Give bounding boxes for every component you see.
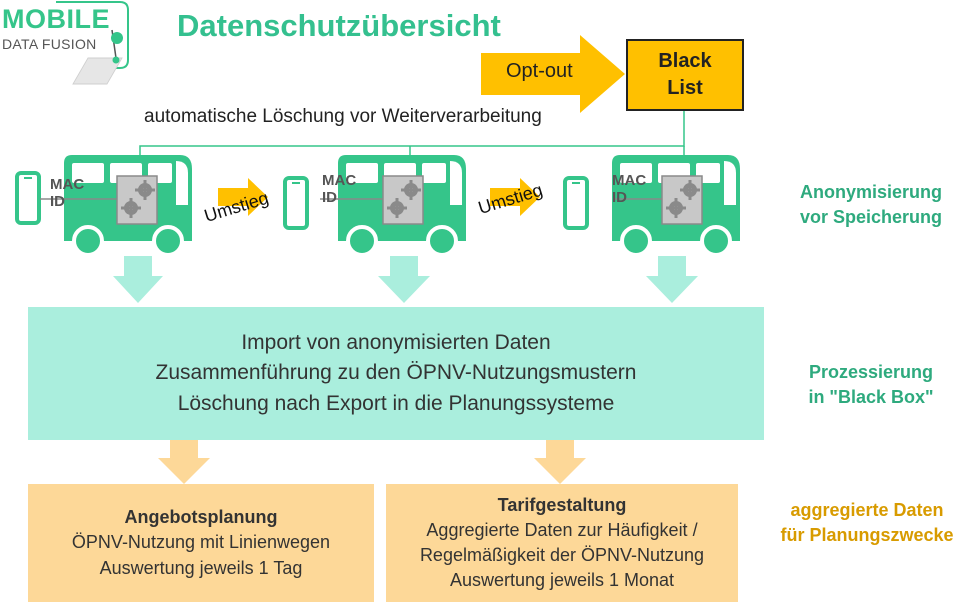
mac-id-label-1: MAC ID xyxy=(50,176,84,211)
output-box-angebotsplanung: Angebotsplanung ÖPNV-Nutzung mit Linienw… xyxy=(28,484,374,602)
output-line: Regelmäßigkeit der ÖPNV-Nutzung xyxy=(419,545,705,565)
transfer-arrow-2 xyxy=(490,178,540,216)
gearbox-3 xyxy=(660,174,704,226)
auto-delete-label: automatische Löschung vor Weiterverarbei… xyxy=(144,106,542,127)
logo-text-data-fusion: DATA FUSION xyxy=(2,36,97,52)
optout-label: Opt-out xyxy=(506,60,573,82)
logo-text-mobile: MOBILE xyxy=(2,4,110,34)
id-label: ID xyxy=(612,189,627,207)
down-arrows-orange xyxy=(158,440,586,484)
output-line: Auswertung jeweils 1 Monat xyxy=(449,570,675,591)
output-box-tarifgestaltung: Tarifgestaltung Aggregierte Daten zur Hä… xyxy=(386,484,738,602)
side-label-anonymization: Anonymisierung vor Speicherung xyxy=(768,180,974,230)
phone-3 xyxy=(563,176,589,230)
output-line: ÖPNV-Nutzung mit Linienwegen xyxy=(71,532,331,553)
mac-label: MAC xyxy=(50,176,85,193)
down-arrows-mint xyxy=(113,256,698,303)
mac-id-label-3: MAC ID xyxy=(612,172,646,207)
processing-box: Import von anonymisierten Daten Zusammen… xyxy=(28,307,764,440)
blacklist-line1: Black xyxy=(658,50,712,72)
gearbox-1 xyxy=(115,174,159,226)
processing-line-3: Löschung nach Export in die Planungssyst… xyxy=(177,391,615,415)
side-label-line: Anonymisierung xyxy=(799,182,942,202)
phone-2 xyxy=(283,176,309,230)
side-label-processing: Prozessierung in "Black Box" xyxy=(768,360,974,410)
phone-1 xyxy=(15,171,41,225)
logo-graphic xyxy=(56,1,129,85)
mac-id-label-2: MAC ID xyxy=(322,172,356,207)
output-heading: Angebotsplanung xyxy=(124,507,278,528)
output-line: Aggregierte Daten zur Häufigkeit / xyxy=(426,519,698,540)
side-label-line: in "Black Box" xyxy=(808,387,934,408)
mac-label: MAC xyxy=(322,172,357,189)
processing-line-1: Import von anonymisierten Daten xyxy=(241,330,551,354)
side-label-line: für Planungszwecke xyxy=(780,525,954,546)
blacklist-line2: List xyxy=(667,77,703,99)
transfer-arrow-1 xyxy=(218,178,268,216)
id-label: ID xyxy=(50,193,65,211)
id-label: ID xyxy=(322,189,337,207)
side-label-line: Prozessierung xyxy=(808,362,934,382)
mac-label: MAC xyxy=(612,172,647,189)
gearbox-2 xyxy=(381,174,425,226)
output-heading: Tarifgestaltung xyxy=(497,494,627,515)
output-line: Auswertung jeweils 1 Tag xyxy=(99,557,303,578)
side-label-line: aggregierte Daten xyxy=(790,500,944,520)
processing-line-2: Zusammenführung zu den ÖPNV-Nutzungsmust… xyxy=(155,361,637,385)
blacklist-box: Black List xyxy=(626,39,744,111)
optout-arrow xyxy=(481,35,625,113)
page-title: Datenschutzübersicht xyxy=(177,8,501,43)
side-label-aggregated: aggregierte Daten für Planungszwecke xyxy=(762,498,972,548)
side-label-line: vor Speicherung xyxy=(799,207,943,228)
